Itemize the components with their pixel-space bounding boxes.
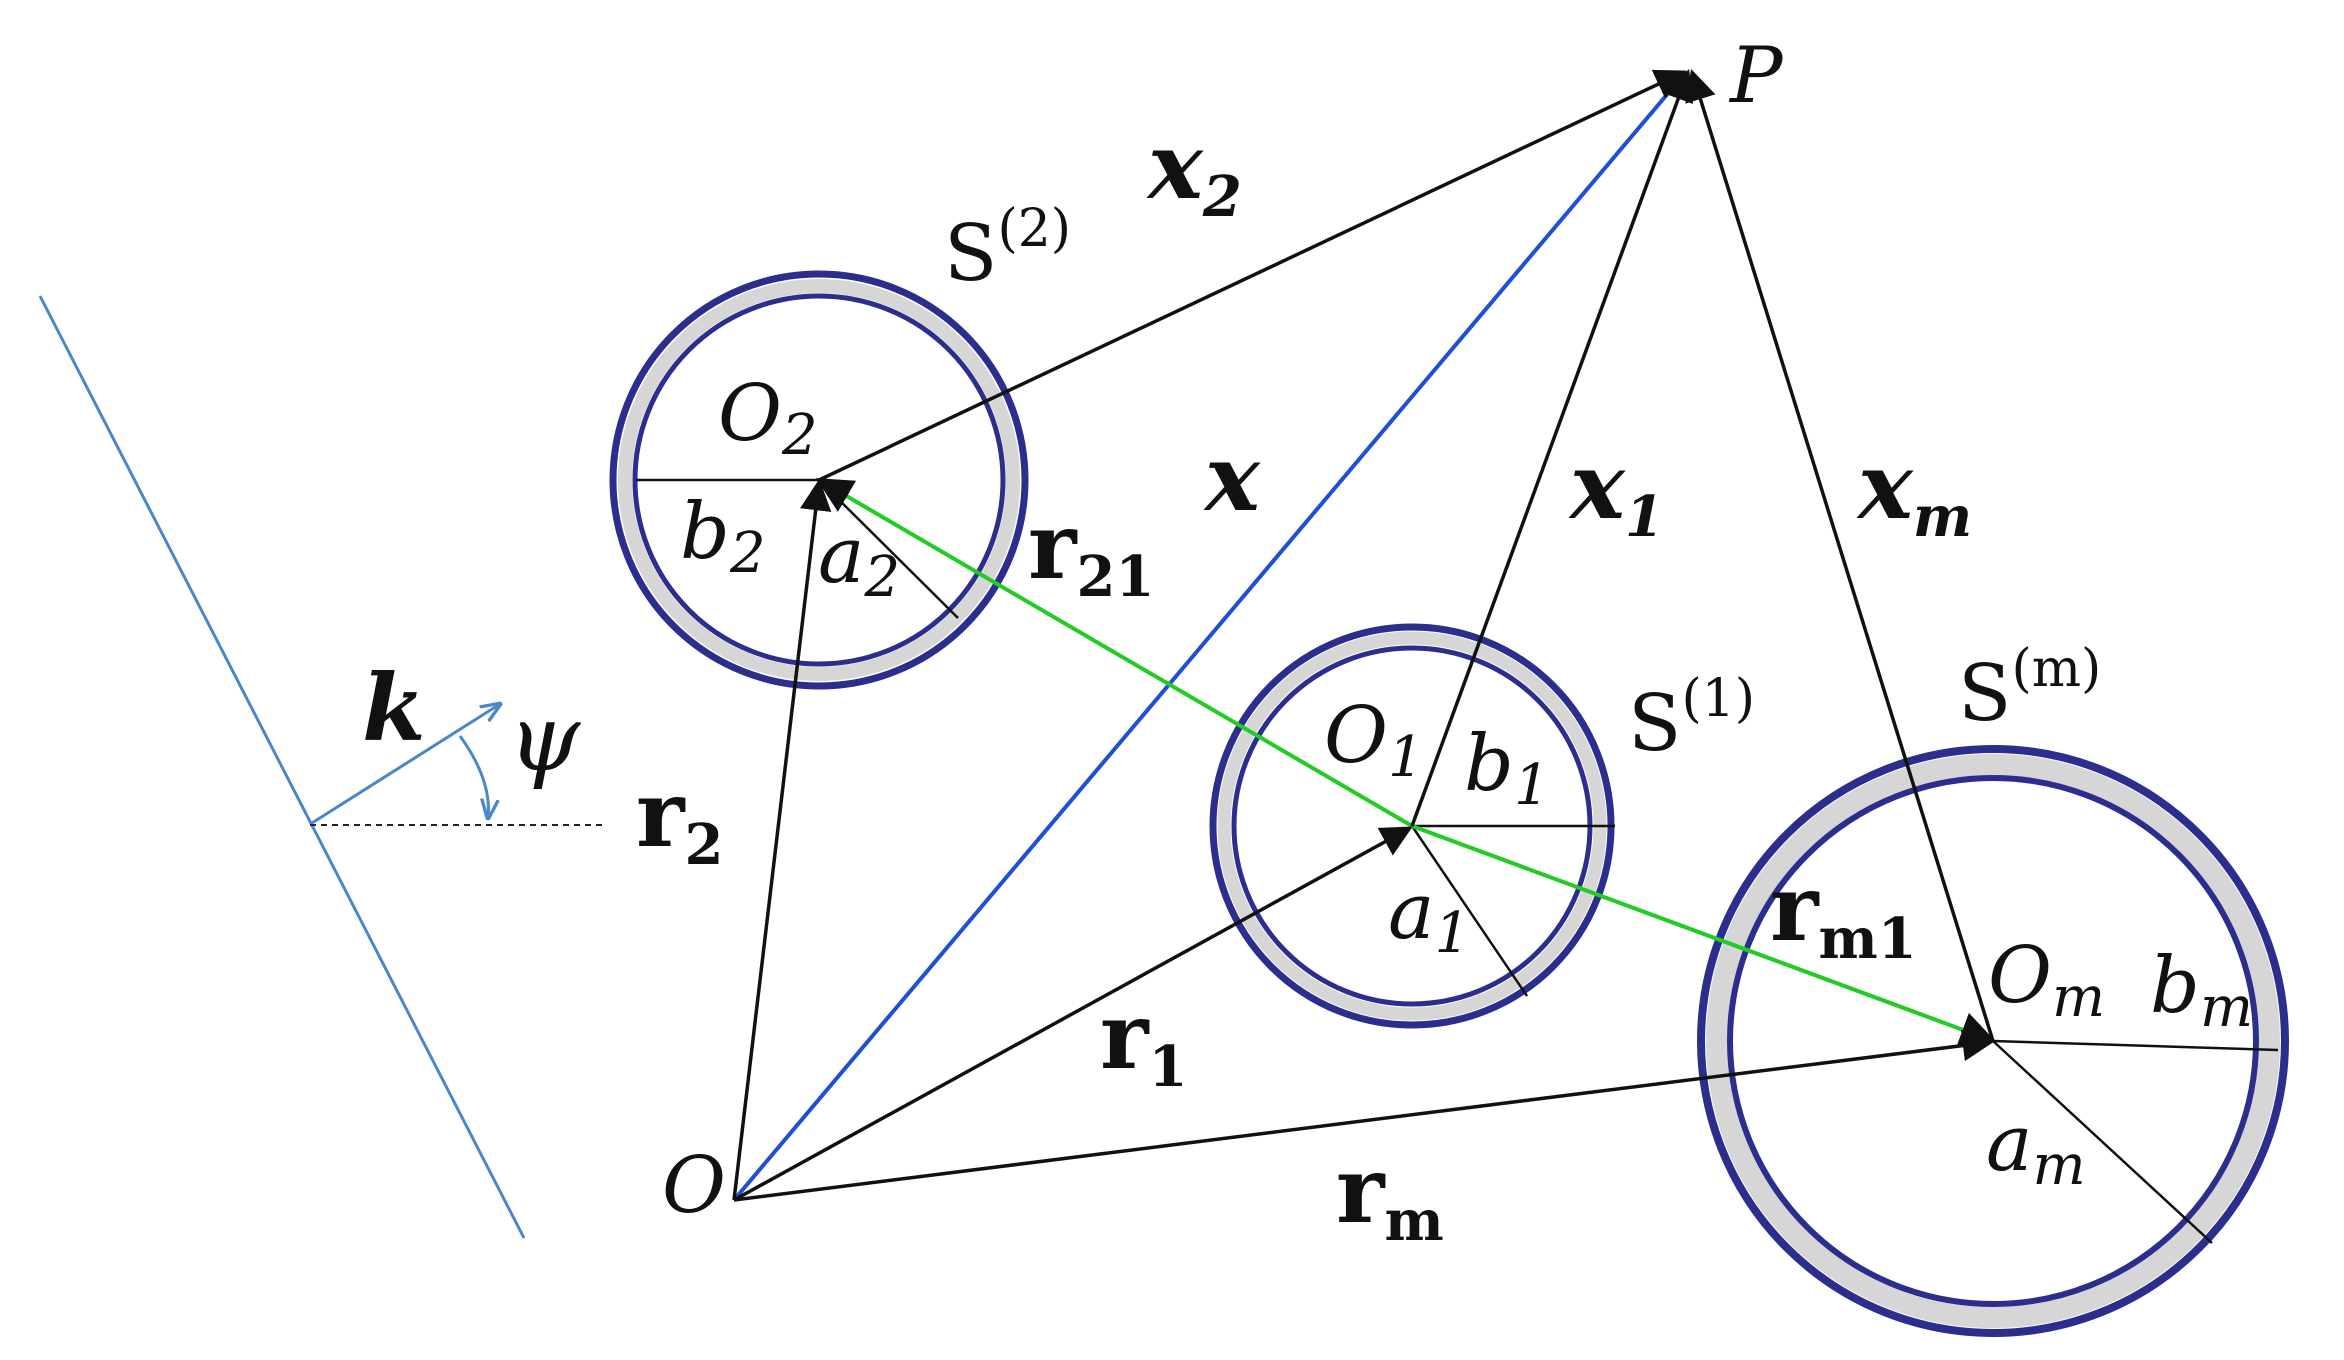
label-O2: O2: [718, 369, 818, 468]
label-b2: b2: [680, 487, 766, 586]
label-rm: rm: [1336, 1136, 1444, 1254]
label-r1: r1: [1100, 982, 1187, 1100]
label-xm: xm: [1856, 432, 1972, 550]
label-x1: x1: [1568, 432, 1664, 550]
label-k: k: [362, 654, 426, 762]
incident-wavefront-line: [38, 295, 526, 1239]
label-b1: b1: [1464, 719, 1550, 818]
label-bm: bm: [2150, 941, 2253, 1040]
vector-r2: [732, 478, 832, 1201]
label-O1: O1: [1324, 691, 1424, 790]
radius-a1: [1410, 825, 1529, 997]
label-a2: a2: [818, 511, 900, 610]
vector-x: [732, 70, 1688, 1202]
label-S2: S(2): [944, 199, 1071, 299]
label-x2: x2: [1146, 112, 1242, 230]
angle-psi-arc: [458, 735, 488, 818]
vector-r21: [815, 478, 1414, 828]
vector-rm: [733, 1029, 1995, 1202]
radius-bm: [1992, 1039, 2279, 1052]
label-Sm: S(m): [1958, 639, 2101, 739]
label-Om: Om: [1988, 931, 2105, 1030]
label-a1: a1: [1388, 867, 1470, 966]
label-am: am: [1986, 1099, 2086, 1198]
vector-rm1: [1411, 824, 1997, 1047]
wave-vector-k-arrow: [311, 704, 500, 825]
label-O: O: [662, 1141, 726, 1231]
radius-am: [1992, 1040, 2213, 1244]
label-rm1: rm1: [1770, 854, 1917, 972]
label-psi: ψ: [508, 685, 581, 792]
label-x: x: [1203, 424, 1261, 532]
vector-x1: [1410, 69, 1694, 827]
vector-x2: [818, 69, 1687, 482]
label-P: P: [1728, 31, 1784, 121]
vector-r1: [733, 826, 1413, 1202]
label-S1: S(1): [1628, 669, 1755, 769]
label-r2: r2: [636, 760, 723, 878]
vector-xm: [1685, 68, 1995, 1042]
label-r21: r21: [1028, 492, 1154, 610]
